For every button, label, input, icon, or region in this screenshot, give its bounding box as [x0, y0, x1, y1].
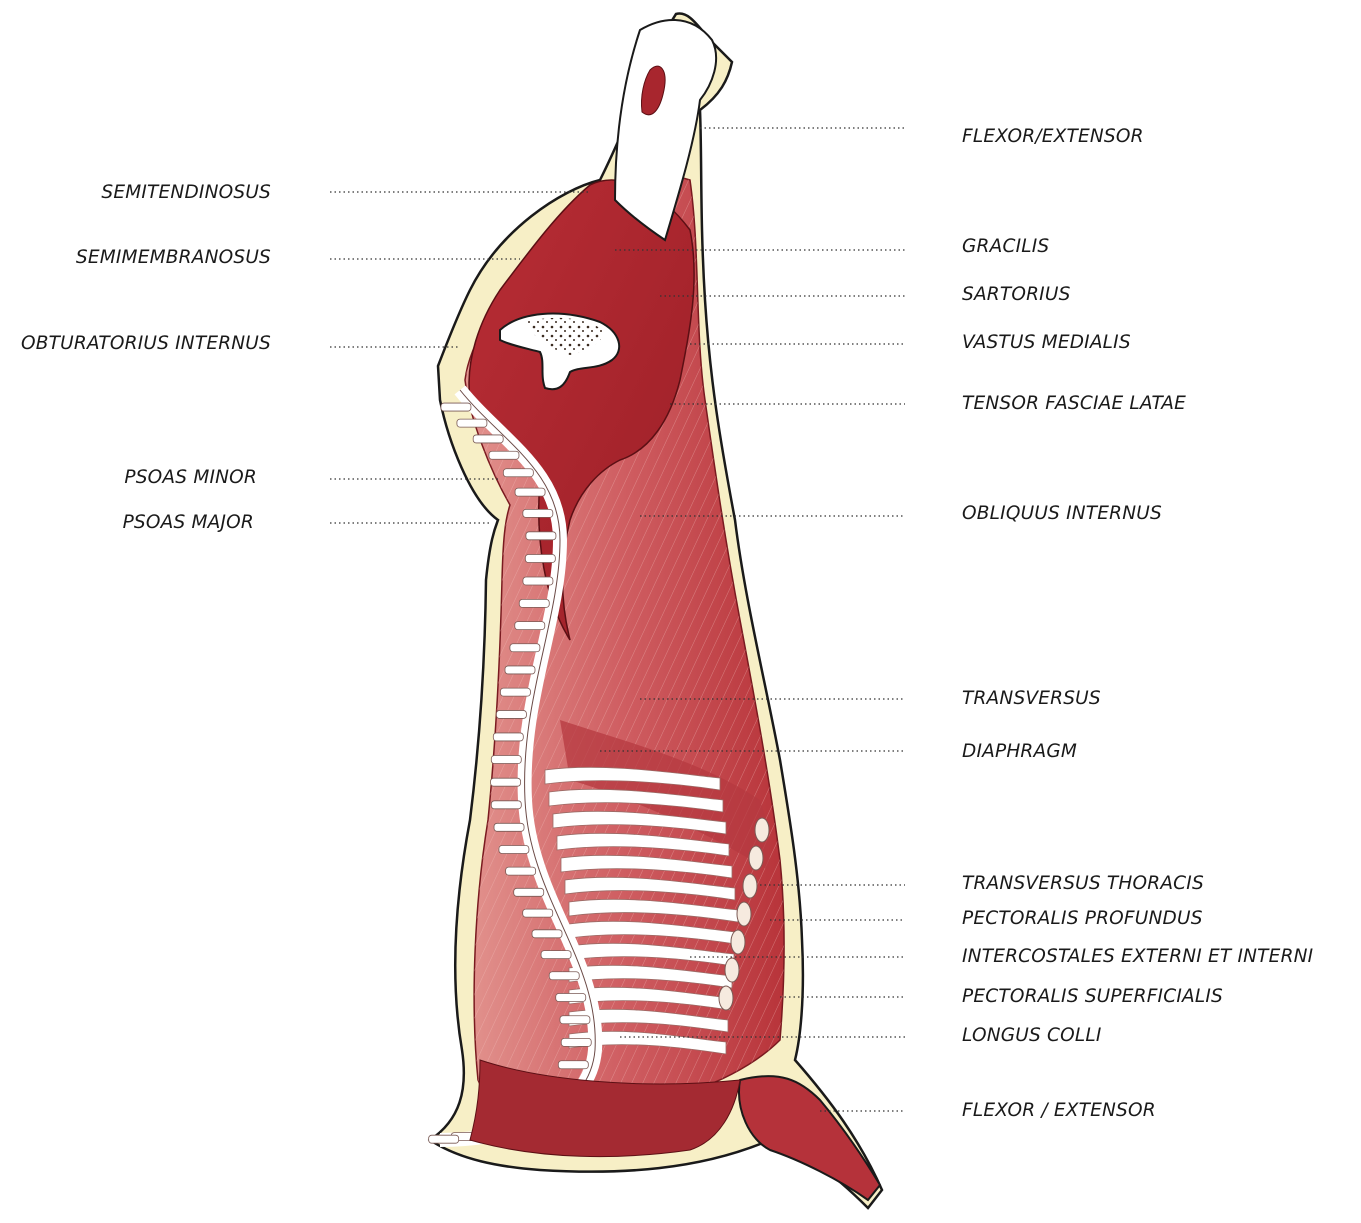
- vertebra-process: [523, 577, 553, 585]
- vertebra-process: [525, 554, 555, 562]
- vertebra-process: [505, 666, 535, 674]
- vertebra-process: [549, 972, 579, 980]
- vertebra-process: [515, 488, 545, 496]
- vertebra-process: [429, 1135, 459, 1143]
- label-psoas-minor: PSOAS MINOR: [124, 467, 257, 489]
- sternebra: [737, 902, 751, 926]
- vertebra-process: [523, 909, 553, 917]
- label-vastus-medialis: VASTUS MEDIALIS: [962, 332, 1131, 354]
- label-flexor-extensor-top: FLEXOR/EXTENSOR: [962, 126, 1144, 148]
- label-flexor-extensor-bottom: FLEXOR / EXTENSOR: [962, 1100, 1156, 1122]
- vertebra-process: [560, 1016, 590, 1024]
- label-tensor-fasciae-latae: TENSOR FASCIAE LATAE: [962, 393, 1186, 415]
- sternebra: [719, 986, 733, 1010]
- label-longus-colli: LONGUS COLLI: [962, 1025, 1102, 1047]
- label-transversus: TRANSVERSUS: [962, 688, 1101, 710]
- sternebra: [725, 958, 739, 982]
- vertebra-process: [526, 532, 556, 540]
- vertebra-process: [441, 403, 471, 411]
- label-gracilis: GRACILIS: [962, 236, 1049, 258]
- sternebra: [731, 930, 745, 954]
- vertebra-process: [494, 823, 524, 831]
- label-psoas-major: PSOAS MAJOR: [123, 512, 254, 534]
- vertebra-process: [519, 599, 549, 607]
- vertebra-process: [499, 845, 529, 853]
- vertebra-process: [506, 867, 536, 875]
- label-sartorius: SARTORIUS: [962, 284, 1071, 306]
- fore-shank: [739, 1076, 880, 1200]
- label-pectoralis-profundus: PECTORALIS PROFUNDUS: [962, 908, 1203, 930]
- vertebra-process: [503, 469, 533, 477]
- vertebra-process: [510, 644, 540, 652]
- sternebra: [743, 874, 757, 898]
- vertebra-process: [532, 930, 562, 938]
- vertebra-process: [500, 688, 530, 696]
- vertebra-process: [514, 888, 544, 896]
- vertebra-process: [515, 622, 545, 630]
- vertebra-process: [541, 951, 571, 959]
- vertebra-process: [457, 419, 487, 427]
- vertebra-process: [561, 1038, 591, 1046]
- vertebra-process: [558, 1061, 588, 1069]
- vertebra-process: [496, 710, 526, 718]
- vertebra-process: [493, 733, 523, 741]
- vertebra-process: [491, 756, 521, 764]
- label-intercostales: INTERCOSTALES EXTERNI ET INTERNI: [962, 946, 1313, 968]
- vertebra-process: [523, 509, 553, 517]
- label-obturatorius-internus: OBTURATORIUS INTERNUS: [21, 333, 271, 355]
- label-obliquus-internus: OBLIQUUS INTERNUS: [962, 503, 1162, 525]
- sternebra: [749, 846, 763, 870]
- sternebra: [755, 818, 769, 842]
- vertebra-process: [556, 993, 586, 1001]
- vertebra-process: [473, 435, 503, 443]
- label-pectoralis-superficialis: PECTORALIS SUPERFICIALIS: [962, 986, 1223, 1008]
- vertebra-process: [489, 451, 519, 459]
- label-semimembranosus: SEMIMEMBRANOSUS: [76, 247, 271, 269]
- vertebra-process: [491, 801, 521, 809]
- label-semitendinosus: SEMITENDINOSUS: [101, 182, 271, 204]
- label-transversus-thoracis: TRANSVERSUS THORACIS: [962, 873, 1204, 895]
- vertebra-process: [491, 778, 521, 786]
- label-diaphragm: DIAPHRAGM: [962, 741, 1077, 763]
